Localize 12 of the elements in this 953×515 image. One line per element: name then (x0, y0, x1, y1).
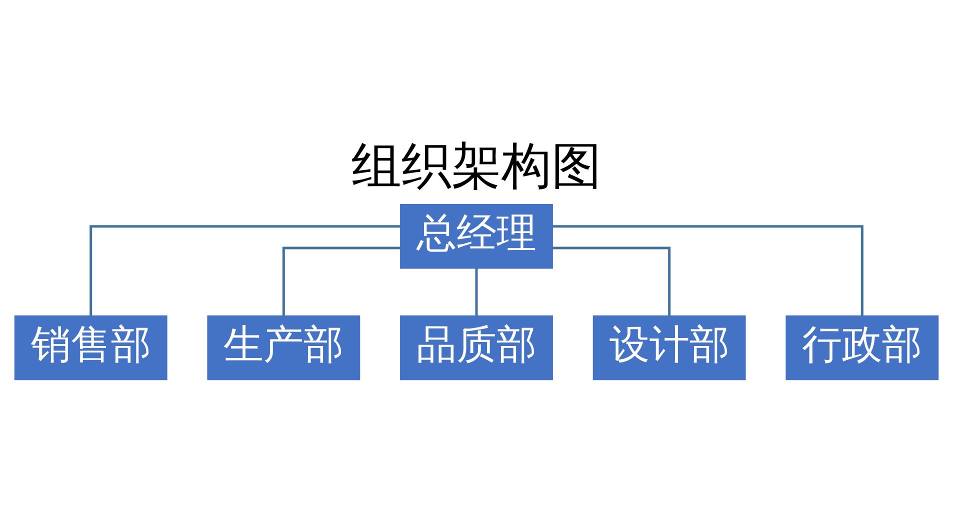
connector (475, 268, 478, 316)
node-box: 总经理 (400, 203, 553, 268)
node-box: 行政部 (786, 314, 939, 380)
node-box: 生产部 (207, 314, 360, 380)
connector (90, 224, 401, 316)
node-box: 设计部 (592, 314, 746, 380)
connector (552, 246, 671, 316)
node-box: 销售部 (14, 314, 168, 380)
connector (552, 224, 864, 316)
connector (282, 246, 401, 316)
node-box: 品质部 (400, 314, 553, 380)
diagram-title: 组织架构图 (352, 136, 602, 195)
